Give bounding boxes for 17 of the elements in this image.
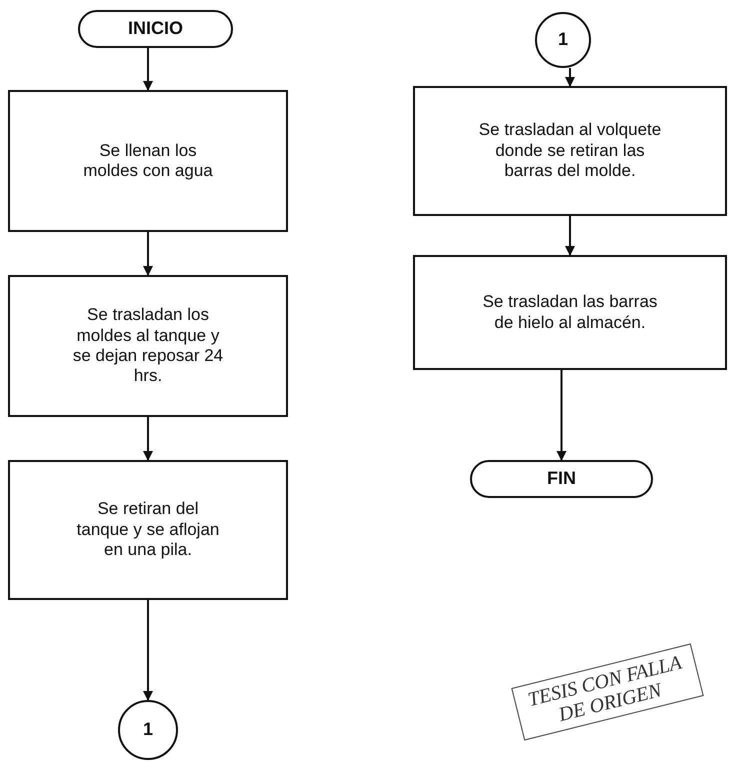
stamp-text: TESIS CON FALLA DE ORIGEN [511,643,704,741]
start-terminal: INICIO [78,10,233,48]
arrow [143,48,153,91]
process-box: Se trasladan al volquete donde se retiran las barras del molde. [413,86,727,216]
arrow [556,370,566,461]
arrow [565,216,575,256]
arrow [143,417,153,461]
process-box: Se llenan los moldes con agua [8,90,288,232]
process-box: Se trasladan las barras de hielo al almacén. [413,255,727,370]
connector-circle: 1 [118,700,178,760]
arrow [565,68,575,87]
process-box: Se retiran del tanque y se aflojan en una pila. [8,460,288,600]
process-box: Se trasladan los moldes al tanque y se dejan reposar 24 hrs. [8,275,288,417]
connector-circle: 1 [535,12,591,68]
arrow [143,232,153,276]
end-terminal: FIN [470,460,653,498]
arrow [143,600,153,701]
